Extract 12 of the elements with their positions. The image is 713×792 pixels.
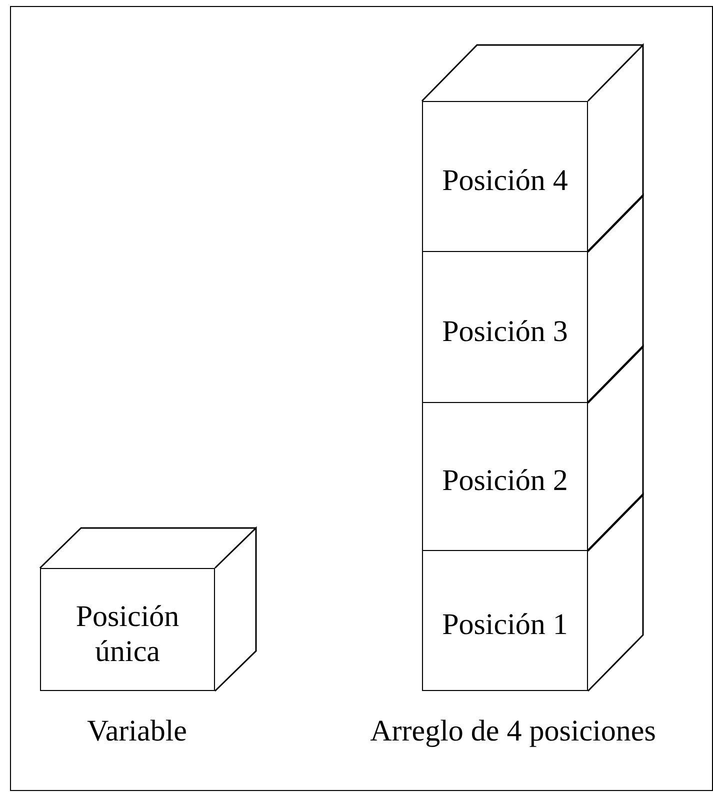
cell-label: Posición 2 — [442, 464, 568, 499]
caption: Arreglo de 4 posiciones — [370, 714, 656, 748]
cell-label: Posición 4 — [442, 164, 568, 199]
cell-label: Posición 3 — [442, 314, 568, 350]
array-cell — [422, 402, 588, 551]
array-cell — [422, 251, 588, 403]
cell-label: Posición única — [74, 600, 180, 669]
cell-label: Posición 1 — [442, 608, 568, 643]
array-cell — [422, 550, 588, 691]
array-cell — [422, 101, 588, 252]
caption: Variable — [87, 714, 187, 748]
cube-front-face — [40, 568, 215, 691]
